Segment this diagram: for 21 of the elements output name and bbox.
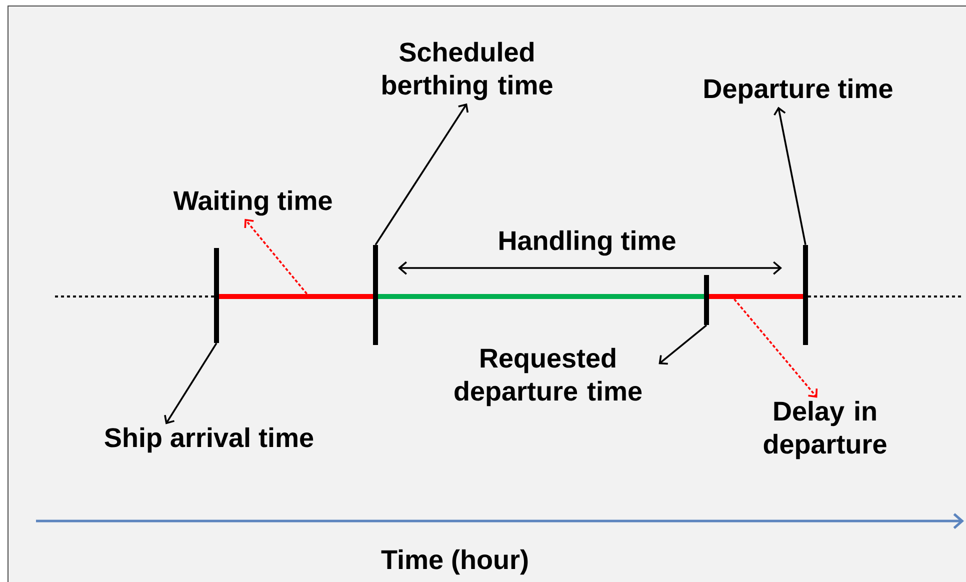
timeline-label: Ship arrival time (104, 427, 314, 453)
tick-mark (373, 245, 378, 345)
timeline-label: Waiting time (173, 190, 332, 216)
timeline-label: Departure time (704, 78, 892, 104)
tick-mark (803, 245, 808, 345)
timeline-label: Requested departure time (454, 348, 642, 406)
timeline-segment (378, 294, 704, 299)
axis-label: Time (hour) (381, 549, 528, 575)
leader-arrow (774, 106, 806, 245)
leader-arrow (658, 324, 708, 365)
timeline-segment (219, 294, 373, 299)
tick-mark (214, 248, 219, 343)
tick-mark (704, 275, 709, 325)
timeline-segment (709, 294, 803, 299)
timeline-label: Delay in departure (764, 400, 886, 460)
leader-arrow (164, 342, 218, 424)
timeline-label: Scheduled berthing time (382, 42, 552, 100)
leader-arrow (374, 103, 469, 246)
leader-arrow (734, 298, 818, 398)
timeline-label: Handling time (500, 230, 676, 256)
leader-arrow (244, 218, 308, 294)
